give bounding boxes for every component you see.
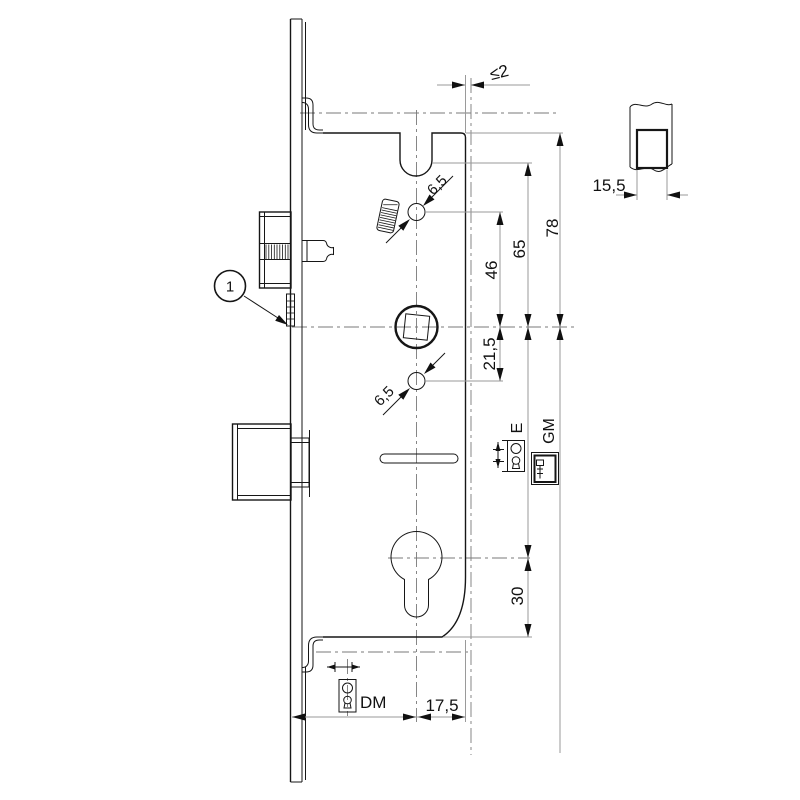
dim-30-label: 30: [508, 587, 527, 606]
case-outline: [323, 132, 467, 638]
adjustment-screw: [376, 198, 400, 234]
latch-spring-hatch: [265, 244, 289, 259]
centerlines: [292, 78, 578, 755]
top-clip-inner: [302, 102, 323, 134]
arrowheads: [292, 81, 564, 721]
dim-78-label: 78: [543, 219, 562, 238]
callout-1-bubble: [213, 269, 247, 303]
gm-symbol-key-icon: [536, 459, 544, 479]
deadbolt-tail: [290, 437, 310, 488]
callout-1-number: 1: [226, 279, 234, 296]
faceplate: [286, 18, 306, 783]
dm-symbol-handle-hole: [342, 682, 353, 694]
dm-mini-dimension: [327, 662, 360, 672]
label-gm: GM: [541, 418, 558, 444]
detail-section-view: 15,5: [592, 101, 688, 200]
dim-46-label: 46: [482, 261, 501, 280]
fixing-hole-bottom: [407, 372, 426, 390]
dim-15-5-label: 15,5: [592, 176, 625, 195]
top-clip-outer: [302, 97, 323, 131]
detail-break-top: [629, 101, 673, 108]
dim-gap-label: ≤2: [488, 61, 511, 84]
e-distance-symbol: E: [493, 423, 526, 472]
deadbolt: [231, 423, 310, 501]
dim-hole-bottom-label: 6,5: [371, 383, 398, 410]
dm-symbol-keyhole: [343, 695, 352, 705]
dim-65-label: 65: [510, 240, 529, 259]
hole-callout-top: 6,5: [385, 172, 454, 244]
dim-hole-top-label: 6,5: [424, 172, 451, 199]
dm-symbol: DM: [327, 662, 386, 713]
follower-square: [394, 304, 439, 350]
dim-21-5-label: 21,5: [480, 337, 499, 370]
dimension-lines: [292, 75, 563, 753]
fixing-hole-top: [407, 203, 426, 221]
auxiliary-slot: [379, 453, 459, 464]
bottom-clip-inner: [302, 636, 323, 668]
e-mini-dimension: [493, 442, 504, 468]
detail-faceplate-section: [635, 128, 669, 170]
e-symbol-keyhole: [511, 456, 521, 465]
latch-bolt: [258, 211, 292, 289]
bottom-clip-outer: [302, 639, 323, 673]
euro-cylinder-hole: [390, 531, 443, 618]
gm-symbol: GM: [531, 418, 559, 485]
label-dm: DM: [360, 693, 386, 712]
dim-17-5-label: 17,5: [425, 696, 458, 715]
label-e: E: [509, 423, 526, 434]
latch-tail: [302, 240, 334, 262]
faceplate-catch: [286, 293, 295, 327]
callout-1: 1: [213, 269, 288, 325]
hole-callout-bottom: 6,5: [371, 352, 446, 416]
e-symbol-handle-hole: [510, 443, 522, 454]
